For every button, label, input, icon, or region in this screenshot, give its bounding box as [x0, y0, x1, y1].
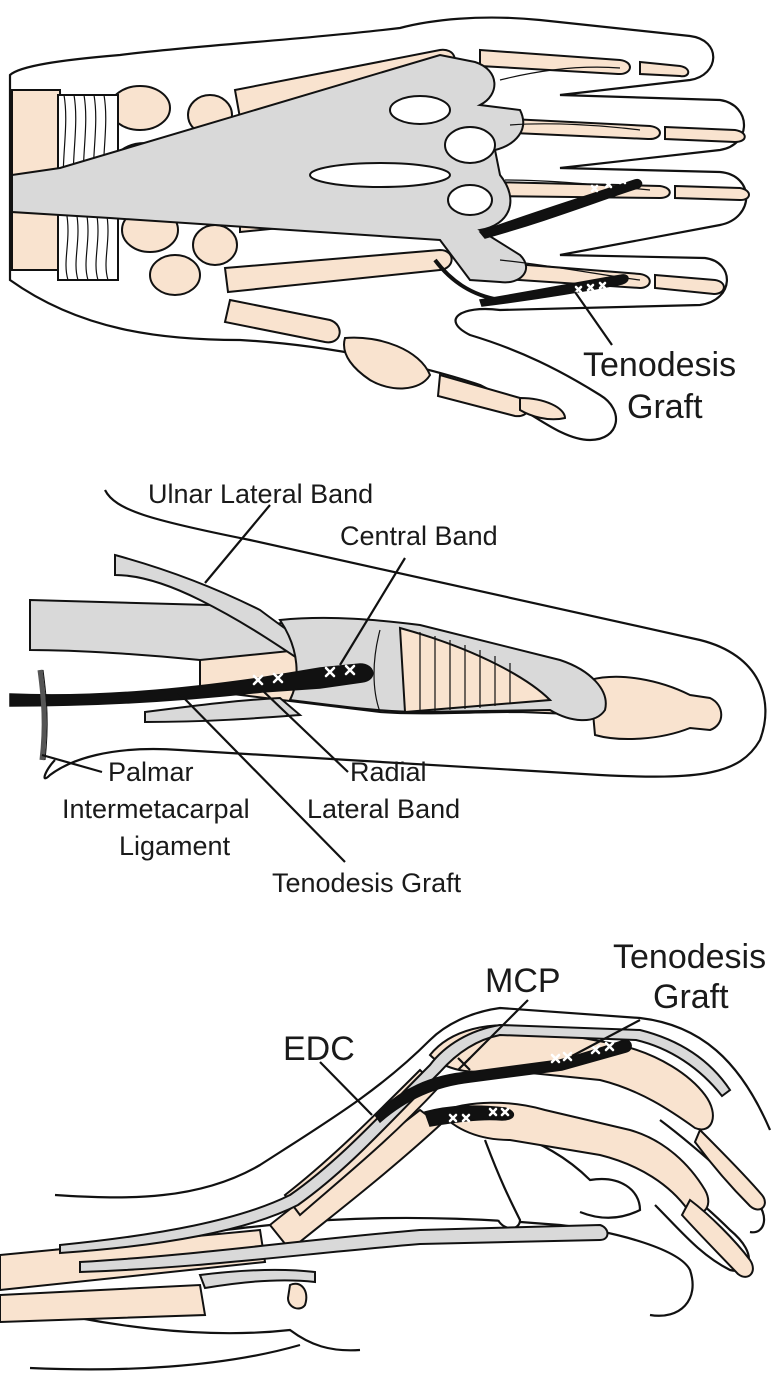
label-bottom-graft-line1: Tenodesis	[613, 938, 766, 976]
label-edc: EDC	[283, 1030, 355, 1068]
leader-edc	[320, 1062, 372, 1115]
label-tenodesis-graft-mid: Tenodesis Graft	[272, 868, 462, 898]
label-ulnar-lateral-band: Ulnar Lateral Band	[148, 479, 373, 509]
label-central-band: Central Band	[340, 521, 498, 551]
label-radial-line2: Lateral Band	[307, 794, 460, 824]
label-palmar-line3: Ligament	[119, 831, 231, 861]
label-radial-line1: Radial	[350, 757, 427, 787]
panel-top-dorsal-hand: Tenodesis Graft	[10, 18, 749, 440]
label-palmar-line2: Intermetacarpal	[62, 794, 250, 824]
label-top-graft-line1: Tenodesis	[583, 346, 736, 384]
label-mcp: MCP	[485, 962, 561, 1000]
panel-bottom-lateral-hand: MCP EDC Tenodesis Graft	[0, 938, 770, 1369]
label-top-graft-line2: Graft	[627, 388, 703, 426]
panel-middle-finger: Ulnar Lateral Band Central Band Palmar I…	[10, 479, 765, 898]
label-palmar-line1: Palmar	[108, 757, 194, 787]
label-bottom-graft-line2: Graft	[653, 978, 729, 1016]
